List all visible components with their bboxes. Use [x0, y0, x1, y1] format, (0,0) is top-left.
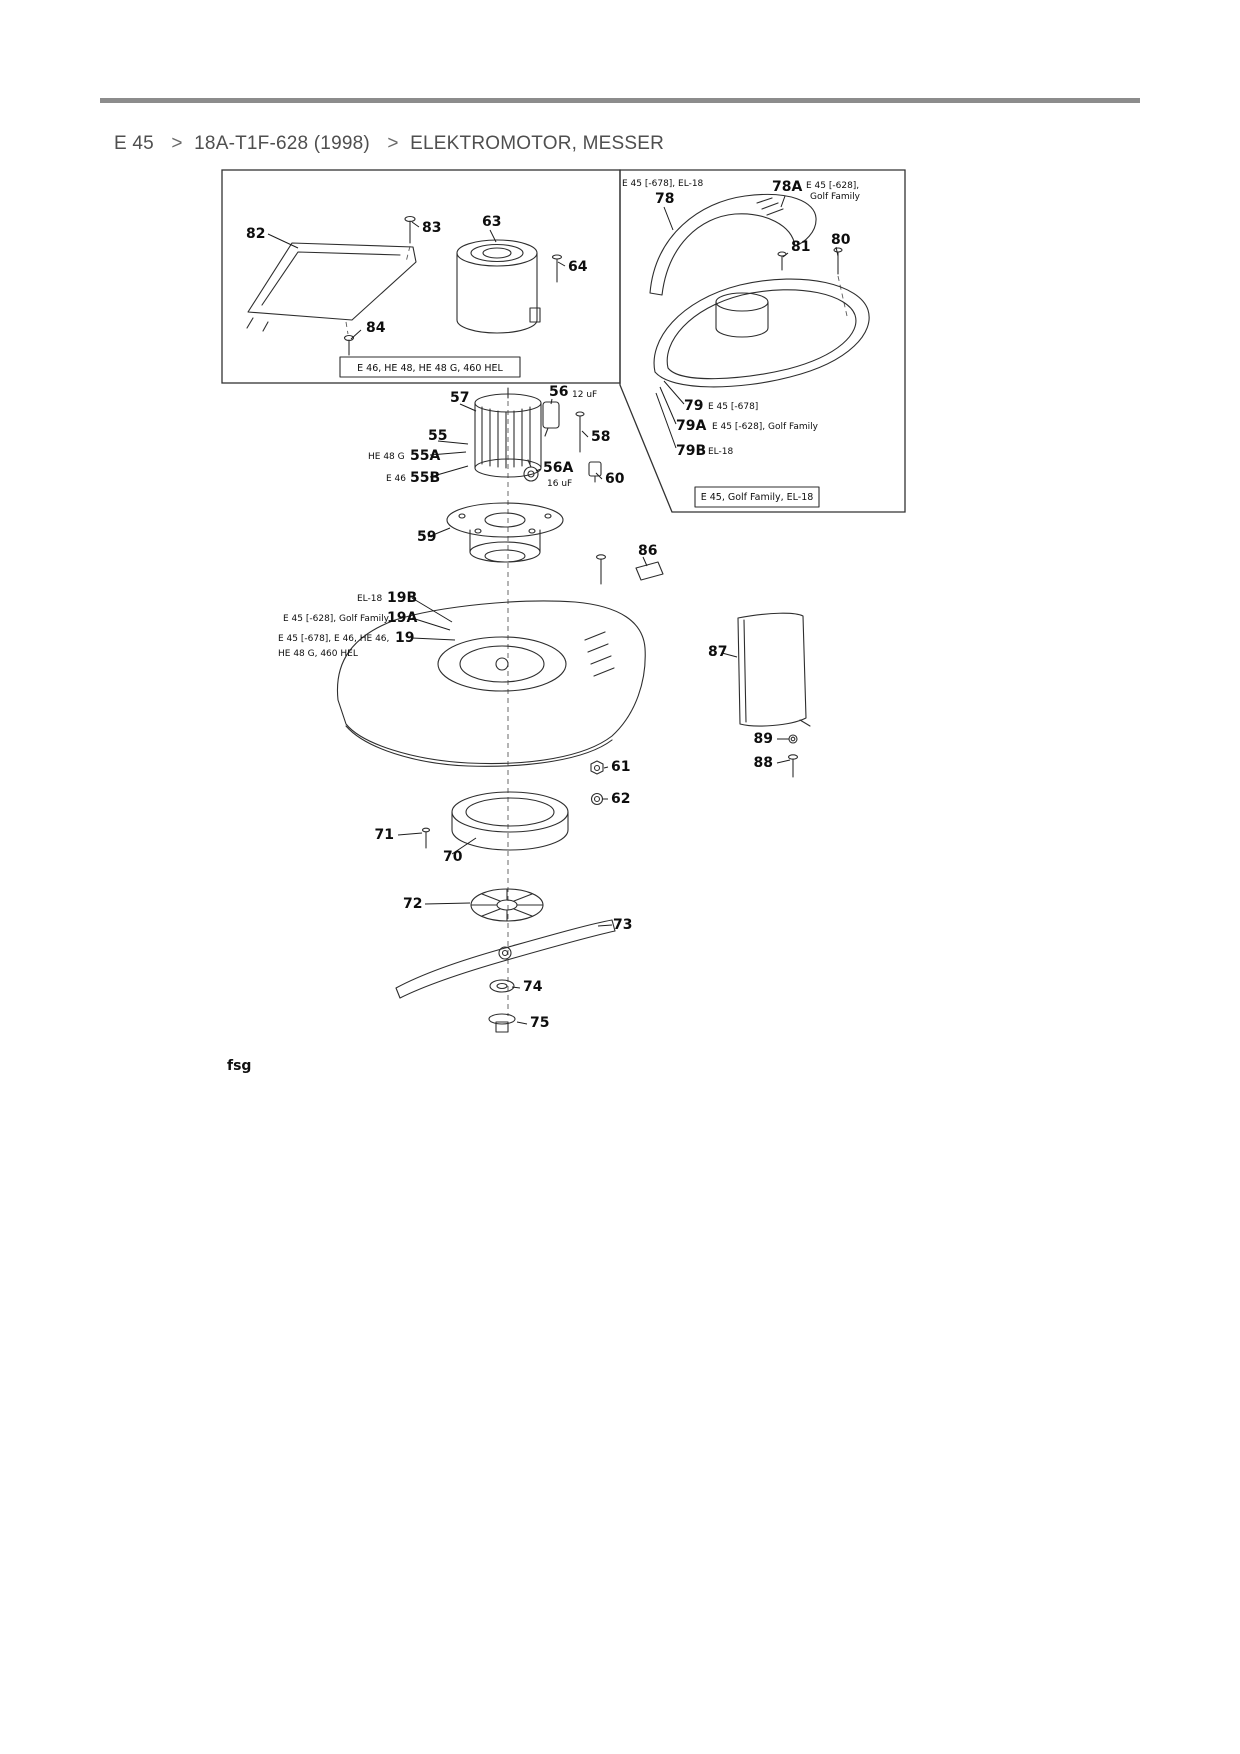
- part-59-fan-flange: [446, 502, 564, 563]
- breadcrumb-separator: >: [171, 133, 183, 154]
- callout-87: 87: [708, 644, 727, 660]
- callout-55: 55: [428, 428, 447, 444]
- part-64-screw: [551, 254, 563, 283]
- callout-58: 58: [591, 429, 610, 445]
- leader-lines: [267, 195, 839, 1025]
- part-87-rear-flap: [737, 612, 811, 727]
- note-55a: HE 48 G: [368, 452, 405, 462]
- part-56a-capacitor: [523, 459, 539, 482]
- callout-61: 61: [611, 759, 630, 775]
- note-cap56: 12 uF: [572, 390, 597, 400]
- callout-60: 60: [605, 471, 625, 487]
- note-19b: EL-18: [357, 594, 383, 604]
- callout-74: 74: [523, 979, 543, 995]
- callout-59: 59: [417, 529, 436, 545]
- callout-19: 19: [395, 630, 414, 646]
- callout-88: 88: [754, 755, 773, 771]
- callout-55a: 55A: [410, 448, 440, 464]
- callout-79: 79: [684, 398, 703, 414]
- right-top-note: E 45 [-678], EL-18: [622, 179, 704, 189]
- callout-55b: 55B: [410, 470, 440, 486]
- part-57-motor-stator: [474, 387, 542, 478]
- footer-signature: fsg: [227, 1058, 252, 1074]
- page-top-rule: [100, 98, 1140, 103]
- callout-78a: 78A: [772, 179, 802, 195]
- left-variant-note-text: E 46, HE 48, HE 48 G, 460 HEL: [357, 363, 503, 374]
- part-56-capacitor: [542, 401, 560, 437]
- part-60-plug: [588, 461, 602, 483]
- note-79b: EL-18: [708, 447, 734, 457]
- callout-71: 71: [375, 827, 394, 843]
- right-variant-note-text: E 45, Golf Family, EL-18: [701, 492, 814, 503]
- callout-63: 63: [482, 214, 501, 230]
- callout-89: 89: [754, 731, 773, 747]
- callout-72: 72: [403, 896, 422, 912]
- breadcrumb-part-number[interactable]: 18A-T1F-628 (1998): [194, 133, 370, 154]
- part-83-screw: [404, 215, 416, 263]
- note-19-line1: E 45 [-678], E 46, HE 46,: [278, 634, 389, 644]
- note-79: E 45 [-678]: [708, 402, 758, 412]
- callout-79a: 79A: [676, 418, 706, 434]
- part-71-pin: [421, 827, 431, 849]
- callout-80: 80: [831, 232, 851, 248]
- callout-79b: 79B: [676, 443, 706, 459]
- callout-75: 75: [530, 1015, 549, 1031]
- callout-84: 84: [366, 320, 386, 336]
- part-74-washer: [489, 979, 515, 993]
- callout-57: 57: [450, 390, 469, 406]
- note-55b: E 46: [386, 474, 406, 484]
- callout-70: 70: [443, 849, 463, 865]
- note-78a-line1: E 45 [-628],: [806, 181, 859, 191]
- callout-73: 73: [613, 917, 632, 933]
- breadcrumb: E 45 > 18A-T1F-628 (1998) > ELEKTROMOTOR…: [114, 133, 670, 155]
- part-72-impeller: [470, 888, 544, 922]
- part-63-motor-housing: [456, 239, 541, 334]
- part-82-cover: [246, 242, 417, 332]
- note-19-line2: HE 48 G, 460 HEL: [278, 649, 358, 659]
- callout-83: 83: [422, 220, 441, 236]
- part-75-bolt: [488, 1013, 516, 1033]
- breadcrumb-separator: >: [387, 133, 399, 154]
- callout-19a: 19A: [387, 610, 417, 626]
- note-78a-line2: Golf Family: [810, 192, 861, 202]
- part-86-bolt-bracket: [595, 554, 664, 585]
- breadcrumb-model[interactable]: E 45: [114, 133, 154, 154]
- part-81-screw: [777, 251, 787, 271]
- part-78-hood: [649, 193, 817, 296]
- part-79-lower-shell: [653, 278, 870, 388]
- part-80-screw: [833, 247, 848, 317]
- callout-78: 78: [655, 191, 674, 207]
- part-73-blade: [395, 919, 616, 999]
- note-cap56a: 16 uF: [547, 479, 572, 489]
- part-61-nut: [590, 760, 604, 775]
- callout-64: 64: [568, 259, 588, 275]
- callout-62: 62: [611, 791, 630, 807]
- left-variant-note: E 46, HE 48, HE 48 G, 460 HEL: [339, 356, 521, 378]
- callout-56: 56: [549, 384, 568, 400]
- right-variant-box: [619, 169, 906, 513]
- note-79a: E 45 [-628], Golf Family: [712, 422, 819, 432]
- callout-82: 82: [246, 226, 265, 242]
- callout-81: 81: [791, 239, 810, 255]
- part-58-screw: [575, 411, 585, 453]
- callout-56a: 56A: [543, 460, 573, 476]
- part-70-ring: [451, 791, 569, 851]
- right-variant-note: E 45, Golf Family, EL-18: [694, 486, 820, 508]
- breadcrumb-section: ELEKTROMOTOR, MESSER: [410, 133, 665, 154]
- part-84-screw: [343, 321, 355, 356]
- callout-86: 86: [638, 543, 657, 559]
- part-89-nut: [788, 734, 798, 744]
- callout-19b: 19B: [387, 590, 417, 606]
- part-19-mower-deck: [336, 600, 646, 767]
- part-62-washer: [590, 792, 604, 806]
- note-19a: E 45 [-628], Golf Family: [283, 614, 390, 624]
- part-88-screw: [787, 754, 799, 778]
